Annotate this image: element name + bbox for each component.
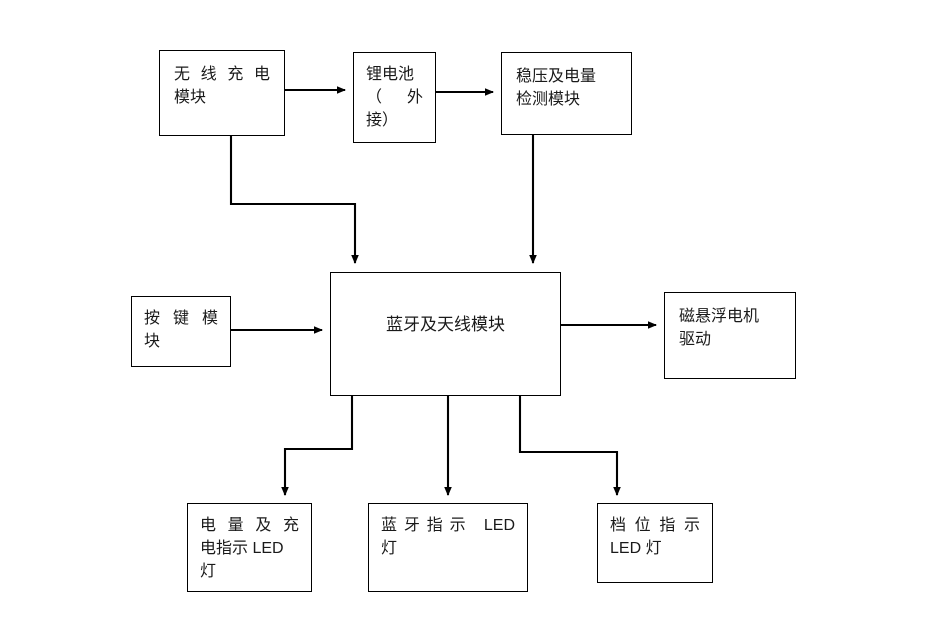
node-label-line: 灯 bbox=[200, 563, 217, 581]
node-maglev-motor-drive[interactable]: 磁悬浮电机 驱动 bbox=[664, 292, 796, 379]
node-label-line: 磁悬浮电机 bbox=[679, 308, 760, 325]
node-bluetooth-antenna-module[interactable]: 蓝牙及天线模块 bbox=[330, 272, 561, 396]
connector-wireless-to-bluetooth bbox=[229, 136, 359, 264]
node-label-line: 接） bbox=[366, 112, 399, 130]
connector-bluetooth-to-battery-led bbox=[281, 396, 354, 496]
node-wireless-charging-module[interactable]: 无线充电 模块 bbox=[159, 50, 285, 136]
node-bluetooth-indicator-led[interactable]: 蓝牙指示 LED 灯 bbox=[368, 503, 528, 592]
node-gear-indicator-led[interactable]: 档位指示 LED 灯 bbox=[597, 503, 713, 583]
node-label-line: 灯 bbox=[381, 540, 398, 558]
node-label-line: 模块 bbox=[174, 89, 207, 107]
node-button-module[interactable]: 按键模 块 bbox=[131, 296, 231, 367]
node-label-line: 稳压及电量 bbox=[516, 68, 597, 85]
node-label-line: LED 灯 bbox=[610, 540, 662, 558]
node-label-line: 块 bbox=[144, 333, 161, 351]
node-lithium-battery-external[interactable]: 锂电池 （ 外 接） bbox=[353, 52, 436, 143]
node-label-line: 蓝牙指示 LED bbox=[381, 517, 515, 534]
node-label-line: 锂电池 bbox=[366, 66, 415, 83]
node-label-line: 电量及充 bbox=[200, 517, 299, 534]
connector-bluetooth-to-gear-led bbox=[518, 396, 621, 496]
node-label-line: 按键模 bbox=[144, 310, 218, 327]
node-label-line: 无线充电 bbox=[174, 66, 270, 83]
node-label-line: 蓝牙及天线模块 bbox=[386, 315, 505, 334]
node-battery-charging-indicator-led[interactable]: 电量及充 电指示 LED 灯 bbox=[187, 503, 312, 592]
node-label-line: 检测模块 bbox=[516, 91, 581, 109]
node-label-line: 驱动 bbox=[679, 331, 712, 349]
node-voltage-regulation-module[interactable]: 稳压及电量 检测模块 bbox=[501, 52, 632, 135]
node-label-line: （ 外 bbox=[366, 89, 423, 107]
node-label-line: 电指示 LED bbox=[200, 540, 284, 558]
node-label-line: 档位指示 bbox=[610, 517, 700, 534]
